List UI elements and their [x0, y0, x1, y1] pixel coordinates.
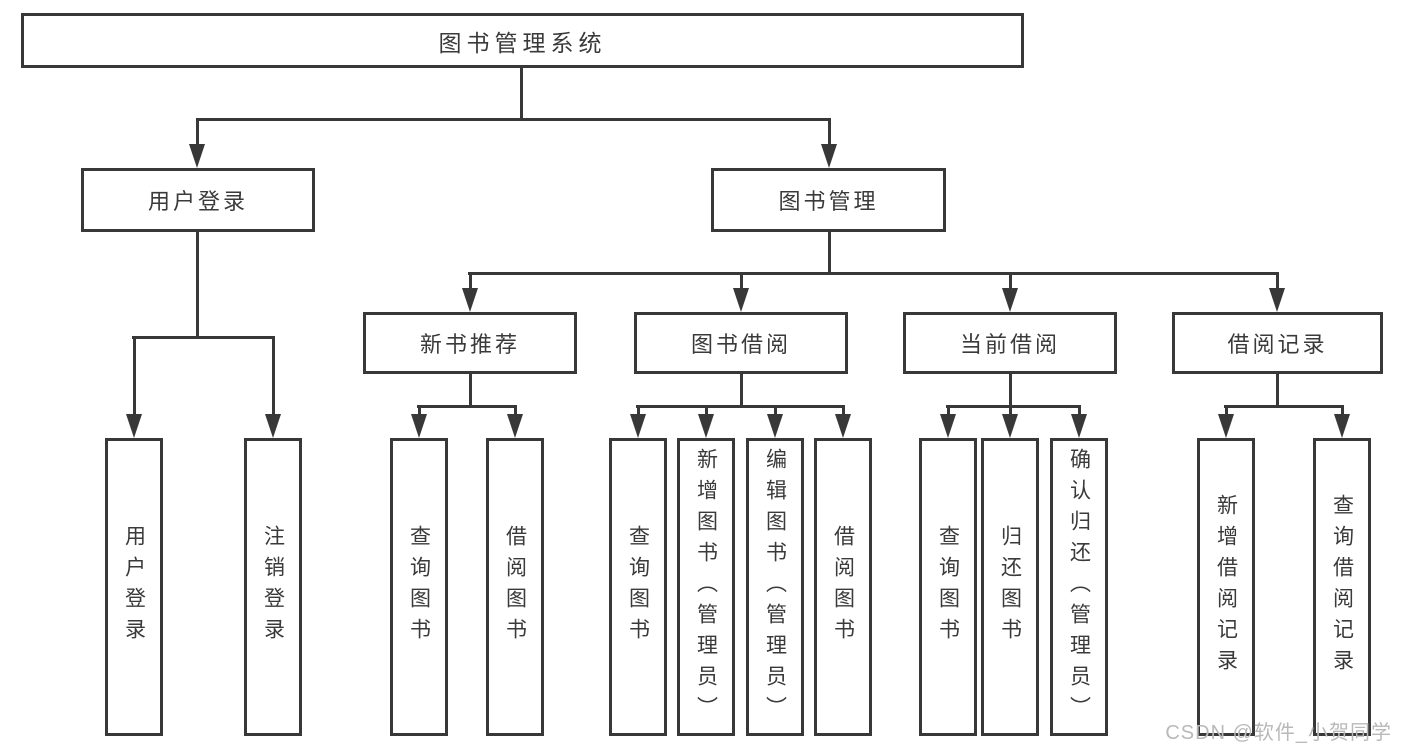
arrowhead-bb-query: [630, 414, 646, 438]
connector-br-query: [1341, 405, 1344, 416]
node-book-management: 图书管理: [711, 168, 946, 232]
leaf-cb-query-books: 查询图书: [919, 438, 977, 736]
arrowhead-book-management: [821, 144, 837, 168]
connector-cb-confirm: [1078, 405, 1081, 416]
leaf-cb-confirm-return-admin: 确认归还（管理员）: [1050, 438, 1108, 736]
connector-br-bar: [1224, 405, 1344, 408]
connector-book-mgmt-stem: [828, 232, 831, 272]
leaf-cb-query-books-label: 查询图书: [936, 525, 960, 649]
connector-cb-bar: [946, 405, 1081, 408]
connector-rec-borrow: [514, 405, 517, 416]
connector-cb-query: [947, 405, 950, 416]
connector-bb-query: [637, 405, 640, 416]
connector-to-leaf-login: [133, 336, 136, 416]
node-current-borrowing: 当前借阅: [903, 312, 1117, 374]
connector-to-user-login: [196, 118, 199, 146]
arrowhead-current-borrow: [1002, 288, 1018, 312]
connector-to-book-management: [828, 118, 831, 146]
leaf-cb-return-books-label: 归还图书: [998, 525, 1022, 649]
leaf-bb-borrow-books-label: 借阅图书: [831, 525, 855, 649]
arrowhead-rec-query: [411, 414, 427, 438]
connector-cb-return: [1009, 405, 1012, 416]
leaf-br-add-record-label: 新增借阅记录: [1214, 494, 1238, 680]
csdn-watermark: CSDN @软件_小贺同学: [1165, 722, 1392, 744]
connector-cb-stem: [1009, 374, 1012, 405]
connector-to-borrow-record: [1276, 272, 1279, 290]
arrowhead-cb-query: [940, 414, 956, 438]
leaf-br-add-record: 新增借阅记录: [1197, 438, 1255, 736]
connector-bb-add: [705, 405, 708, 416]
connector-root-stem: [520, 68, 523, 118]
connector-root-bar: [196, 118, 831, 121]
arrowhead-borrow-record: [1269, 288, 1285, 312]
connector-br-stem: [1276, 374, 1279, 405]
leaf-bb-query-books: 查询图书: [609, 438, 667, 736]
arrowhead-leaf-login: [126, 414, 142, 438]
leaf-logout-label: 注销登录: [261, 525, 285, 649]
leaf-bb-borrow-books: 借阅图书: [814, 438, 872, 736]
connector-bb-edit: [774, 405, 777, 416]
connector-rec-bar: [417, 405, 517, 408]
leaf-br-query-record-label: 查询借阅记录: [1330, 494, 1354, 680]
connector-to-current-borrow: [1009, 272, 1012, 290]
node-book-borrowing: 图书借阅: [634, 312, 848, 374]
arrowhead-rec-borrow: [507, 414, 523, 438]
arrowhead-user-login: [189, 144, 205, 168]
leaf-br-query-record: 查询借阅记录: [1313, 438, 1371, 736]
arrowhead-bb-edit: [767, 414, 783, 438]
connector-bb-stem: [740, 374, 743, 405]
leaf-logout: 注销登录: [244, 438, 302, 736]
connector-to-leaf-logout: [272, 336, 275, 416]
connector-user-login-bar: [132, 336, 275, 339]
leaf-cb-confirm-return-admin-label: 确认归还（管理员）: [1067, 447, 1091, 727]
connector-rec-query: [418, 405, 421, 416]
leaf-bb-edit-books-admin-label: 编辑图书（管理员）: [763, 447, 787, 727]
arrowhead-br-query: [1334, 414, 1350, 438]
connector-bb-borrow: [842, 405, 845, 416]
arrowhead-new-book: [462, 288, 478, 312]
leaf-user-login: 用户登录: [105, 438, 163, 736]
leaf-bb-add-books-admin-label: 新增图书（管理员）: [694, 447, 718, 727]
node-new-book-recommend: 新书推荐: [363, 312, 577, 374]
leaf-bb-edit-books-admin: 编辑图书（管理员）: [746, 438, 804, 736]
connector-to-book-borrow: [740, 272, 743, 290]
leaf-bb-add-books-admin: 新增图书（管理员）: [677, 438, 735, 736]
arrowhead-bb-borrow: [835, 414, 851, 438]
arrowhead-cb-return: [1002, 414, 1018, 438]
connector-user-login-stem: [196, 232, 199, 336]
leaf-rec-borrow-books-label: 借阅图书: [503, 525, 527, 649]
leaf-user-login-label: 用户登录: [122, 525, 146, 649]
connector-rec-stem: [469, 374, 472, 405]
arrowhead-br-add: [1218, 414, 1234, 438]
arrowhead-leaf-logout: [265, 414, 281, 438]
leaf-bb-query-books-label: 查询图书: [626, 525, 650, 649]
node-borrowing-records: 借阅记录: [1172, 312, 1383, 374]
arrowhead-cb-confirm: [1071, 414, 1087, 438]
arrowhead-book-borrow: [733, 288, 749, 312]
connector-br-add: [1225, 405, 1228, 416]
leaf-rec-borrow-books: 借阅图书: [486, 438, 544, 736]
connector-book-mgmt-bar: [468, 272, 1279, 275]
leaf-cb-return-books: 归还图书: [981, 438, 1039, 736]
connector-bb-bar: [636, 405, 845, 408]
leaf-rec-query-books-label: 查询图书: [407, 525, 431, 649]
node-library-system: 图书管理系统: [21, 13, 1024, 68]
arrowhead-bb-add: [698, 414, 714, 438]
leaf-rec-query-books: 查询图书: [390, 438, 448, 736]
connector-to-new-book: [469, 272, 472, 290]
node-user-login: 用户登录: [81, 168, 315, 232]
